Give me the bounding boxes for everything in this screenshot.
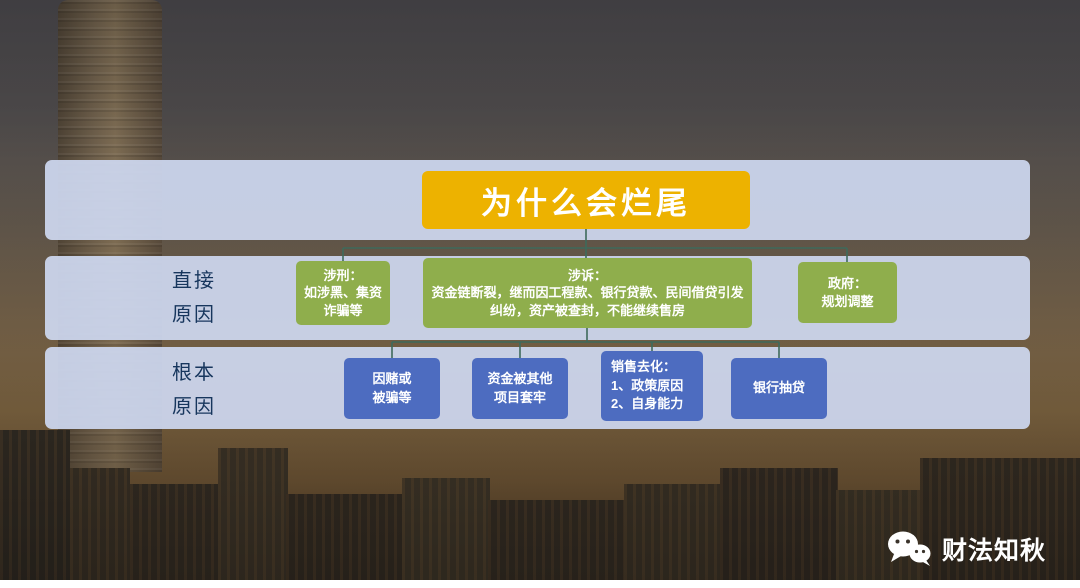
direct-causes-label: 直接 原因 — [172, 264, 216, 332]
label-line: 原因 — [172, 304, 216, 326]
building-silhouette — [920, 458, 1080, 580]
building-silhouette — [720, 468, 838, 580]
direct-cause-box-litigation: 涉诉： 资金链断裂，继而因工程款、银行贷款、民间借贷引发纠纷，资产被查封，不能继… — [423, 258, 752, 328]
title-text: 为什么会烂尾 — [481, 185, 691, 221]
label-line: 原因 — [172, 396, 216, 418]
root-causes-label: 根本 原因 — [172, 356, 216, 424]
box-line: 2、自身能力 — [611, 396, 684, 412]
building-silhouette — [488, 500, 626, 580]
watermark: 财法知秋 — [886, 530, 1046, 568]
root-cause-box-sales: 销售去化： 1、政策原因 2、自身能力 — [601, 351, 703, 421]
city-skyline — [0, 405, 1080, 580]
building-silhouette — [402, 478, 490, 580]
wechat-icon — [887, 531, 931, 566]
direct-cause-box-criminal: 涉刑： 如涉黑、集资诈骗等 — [296, 261, 390, 325]
box-line: 销售去化： — [611, 358, 677, 374]
box-line: 资金被其他 — [487, 370, 553, 386]
root-cause-box-gambling: 因赌或 被骗等 — [344, 358, 440, 419]
box-body: 规划调整 — [821, 293, 874, 309]
label-line: 直接 — [172, 270, 216, 292]
box-line: 被骗等 — [372, 389, 412, 405]
bottom-white-strip — [0, 580, 1080, 588]
root-cause-box-funds-tied: 资金被其他 项目套牢 — [472, 358, 568, 419]
direct-cause-box-government: 政府： 规划调整 — [798, 262, 897, 323]
building-silhouette — [0, 430, 70, 580]
box-title: 政府： — [827, 275, 867, 291]
box-body: 如涉黑、集资诈骗等 — [303, 285, 382, 318]
box-line: 银行抽贷 — [752, 380, 805, 396]
root-cause-box-bank-loan: 银行抽贷 — [731, 358, 827, 419]
box-line: 因赌或 — [372, 370, 412, 386]
title-box: 为什么会烂尾 — [422, 171, 750, 229]
box-title: 涉刑： — [323, 267, 363, 283]
building-silhouette — [70, 468, 130, 580]
building-silhouette — [130, 484, 220, 580]
box-line: 1、政策原因 — [611, 377, 684, 393]
box-line: 项目套牢 — [493, 389, 546, 405]
label-line: 根本 — [172, 362, 216, 384]
building-silhouette — [286, 494, 404, 580]
box-title: 涉诉： — [567, 267, 607, 283]
box-body: 资金链断裂，继而因工程款、银行贷款、民间借贷引发纠纷，资产被查封，不能继续售房 — [431, 285, 744, 318]
building-silhouette — [624, 484, 722, 580]
building-silhouette — [218, 448, 288, 580]
watermark-text: 财法知秋 — [941, 537, 1046, 565]
